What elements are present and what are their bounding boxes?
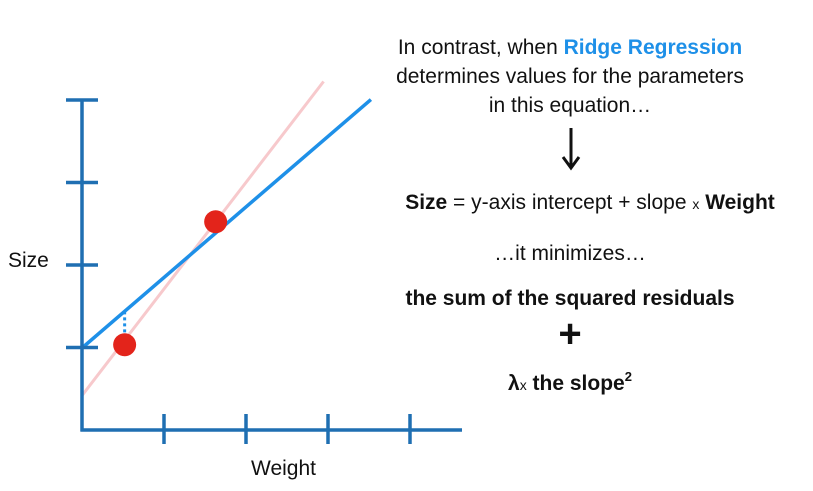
intro-text: In contrast, when Ridge Regression deter… <box>360 33 780 120</box>
y-axis-label: Size <box>8 249 49 272</box>
penalty-term: λx the slope2 <box>440 362 700 400</box>
equation-size: Size <box>405 191 448 214</box>
ridge-regression-highlight: Ridge Regression <box>563 36 743 59</box>
plus-sign: + <box>558 312 582 356</box>
equation-times: x <box>692 196 700 212</box>
intro-prefix: In contrast, when <box>397 36 564 59</box>
equation-middle: = y-axis intercept + slope <box>447 191 693 214</box>
equation-weight: Weight <box>705 191 775 214</box>
equation: Size = y-axis intercept + slope x Weight <box>360 188 813 219</box>
lambda-symbol: λ <box>508 372 520 395</box>
x-axis-label: Weight <box>251 457 316 480</box>
down-arrow-icon <box>561 128 581 171</box>
data-point <box>204 210 228 234</box>
penalty-text: the slope <box>526 372 625 395</box>
intro-line-3: in this equation… <box>488 94 652 117</box>
penalty-exponent: 2 <box>624 369 632 384</box>
sum-squared-residuals: the sum of the squared residuals <box>405 287 735 310</box>
intro-line-2: determines values for the parameters <box>396 65 744 88</box>
penalty-times: x <box>519 377 527 393</box>
data-point <box>113 333 137 357</box>
regression-plot <box>66 80 462 444</box>
minimizes-text: …it minimizes… <box>494 242 646 265</box>
